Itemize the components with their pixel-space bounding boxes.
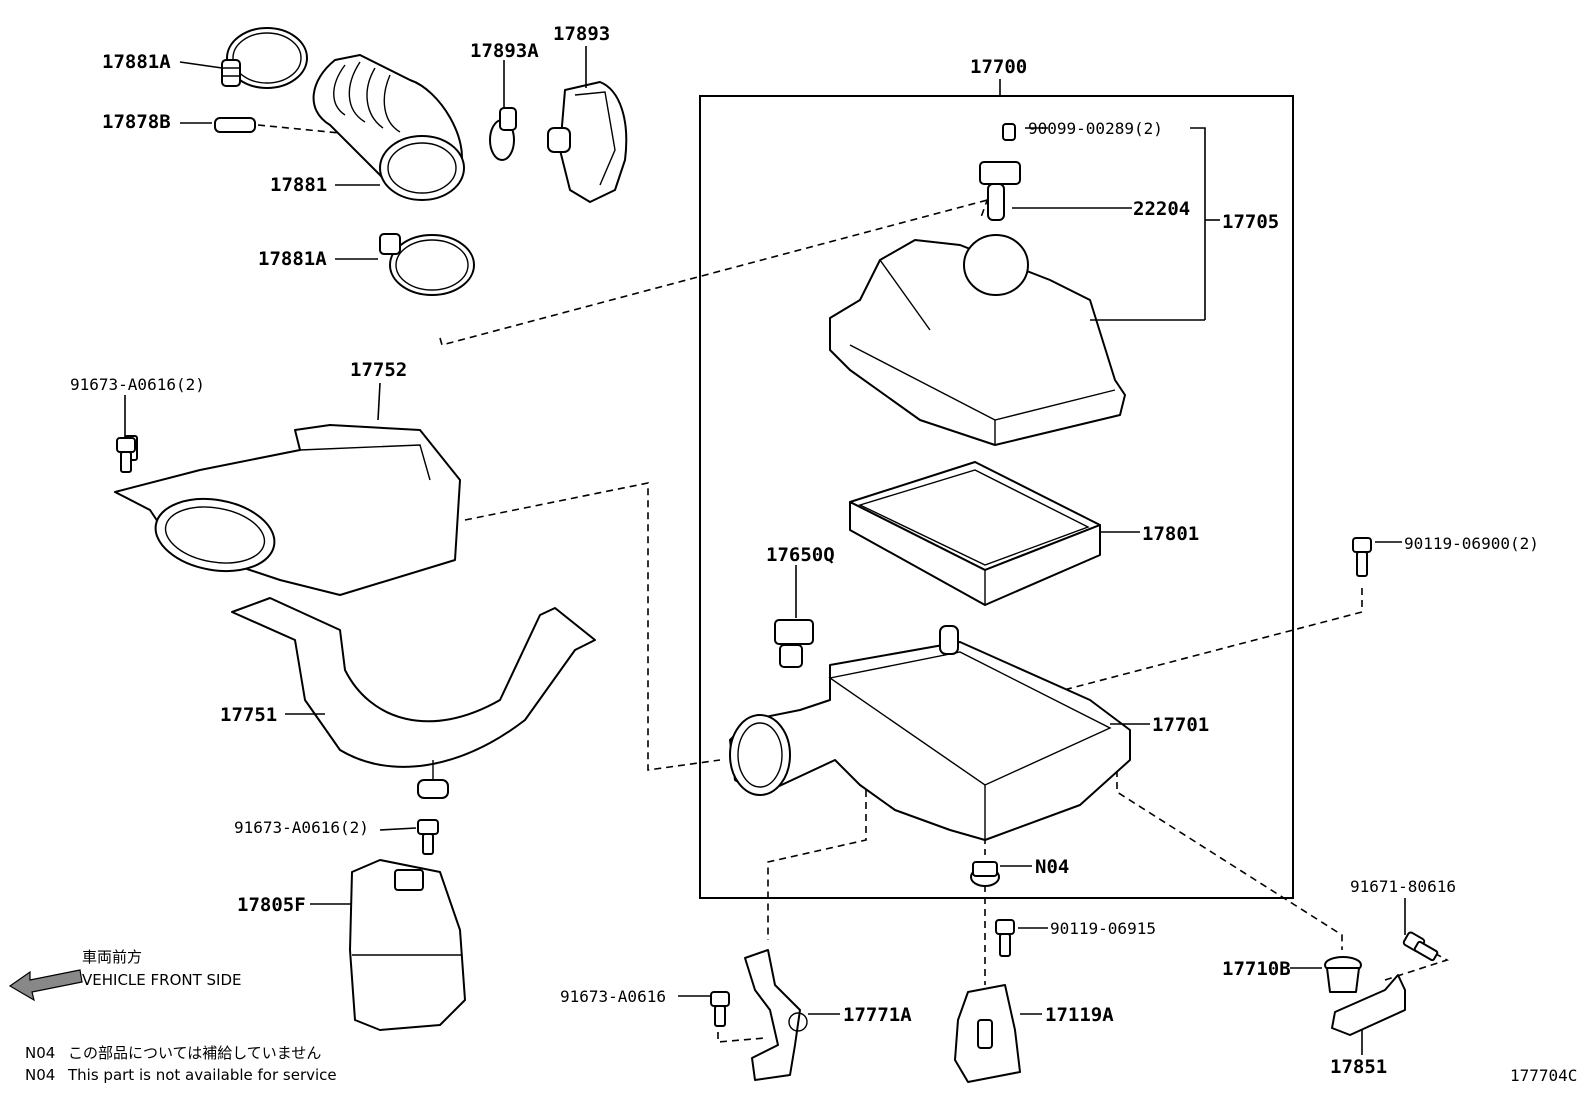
diagram-code: 177704C	[1510, 1066, 1577, 1085]
footnote-en-code: N04	[25, 1066, 55, 1084]
label-17119A: 17119A	[1045, 1004, 1114, 1026]
bracket-17851	[1331, 974, 1406, 1036]
resonator-17805F	[349, 859, 466, 1031]
resonator-17893	[547, 81, 628, 203]
label-90119-06915: 90119-06915	[1050, 919, 1156, 938]
label-17881A-bottom: 17881A	[258, 248, 327, 270]
assembly-17700-box	[699, 95, 1294, 899]
footnote-jp-text: この部品については補給していません	[68, 1044, 321, 1062]
bolt-91673-top	[116, 437, 136, 473]
label-17752: 17752	[350, 359, 407, 381]
leader-lines	[124, 46, 1406, 1055]
label-17805F: 17805F	[237, 894, 306, 916]
label-17705: 17705	[1222, 211, 1279, 233]
bracket-17119A	[954, 984, 1021, 1083]
bracket-17771A	[744, 949, 808, 1081]
hose-clamp-17881A-top	[221, 27, 308, 89]
label-90099-00289: 90099-00289(2)	[1028, 119, 1163, 138]
vehicle-front-label-en: VEHICLE FRONT SIDE	[82, 971, 242, 989]
label-17851: 17851	[1330, 1056, 1387, 1078]
label-N04: N04	[1035, 856, 1069, 878]
bolt-91671-80616	[1402, 931, 1439, 962]
inlet-17751	[231, 597, 596, 799]
label-17881: 17881	[270, 174, 327, 196]
air-flow-meter-22204	[979, 123, 1021, 221]
hose-clamp-17881A-bottom	[379, 233, 475, 296]
label-91673-top: 91673-A0616(2)	[70, 375, 205, 394]
label-17710B: 17710B	[1222, 958, 1291, 980]
air-cleaner-hose-17881	[214, 54, 465, 201]
vsv-17650Q	[774, 565, 814, 668]
footnote-jp-code: N04	[25, 1044, 55, 1062]
label-17893: 17893	[553, 23, 610, 45]
label-17881A-top: 17881A	[102, 51, 171, 73]
vehicle-front-label-jp: 車両前方	[82, 948, 142, 966]
label-17878B: 17878B	[102, 111, 171, 133]
label-17801: 17801	[1142, 523, 1199, 545]
vehicle-front-arrow-icon	[8, 969, 83, 1002]
grommet-17710B	[1324, 956, 1362, 993]
filter-element-17801	[849, 461, 1101, 606]
label-91671-80616: 91671-80616	[1350, 877, 1456, 896]
label-90119-06900: 90119-06900(2)	[1404, 534, 1539, 553]
label-17893A: 17893A	[470, 40, 539, 62]
grommet-N04	[970, 861, 1000, 887]
bolt-91673-mid	[417, 819, 439, 855]
clip-17893A	[489, 107, 517, 161]
label-17701: 17701	[1152, 714, 1209, 736]
label-17751: 17751	[220, 704, 277, 726]
bolt-90119-06915	[995, 919, 1015, 957]
label-17700: 17700	[970, 56, 1027, 78]
label-22204: 22204	[1133, 198, 1190, 220]
footnote-en-text: This part is not available for service	[67, 1066, 337, 1084]
inlet-duct-17752	[114, 424, 461, 596]
label-17650Q: 17650Q	[766, 544, 835, 566]
label-91673-bottom: 91673-A0616	[560, 987, 666, 1006]
label-17771A: 17771A	[843, 1004, 912, 1026]
bolt-91673-bottom	[710, 991, 730, 1027]
air-cleaner-case-17701	[729, 625, 1131, 841]
label-91673-mid: 91673-A0616(2)	[234, 818, 369, 837]
bolt-90119-06900	[1352, 537, 1372, 577]
air-cleaner-cap-17705	[829, 234, 1126, 446]
